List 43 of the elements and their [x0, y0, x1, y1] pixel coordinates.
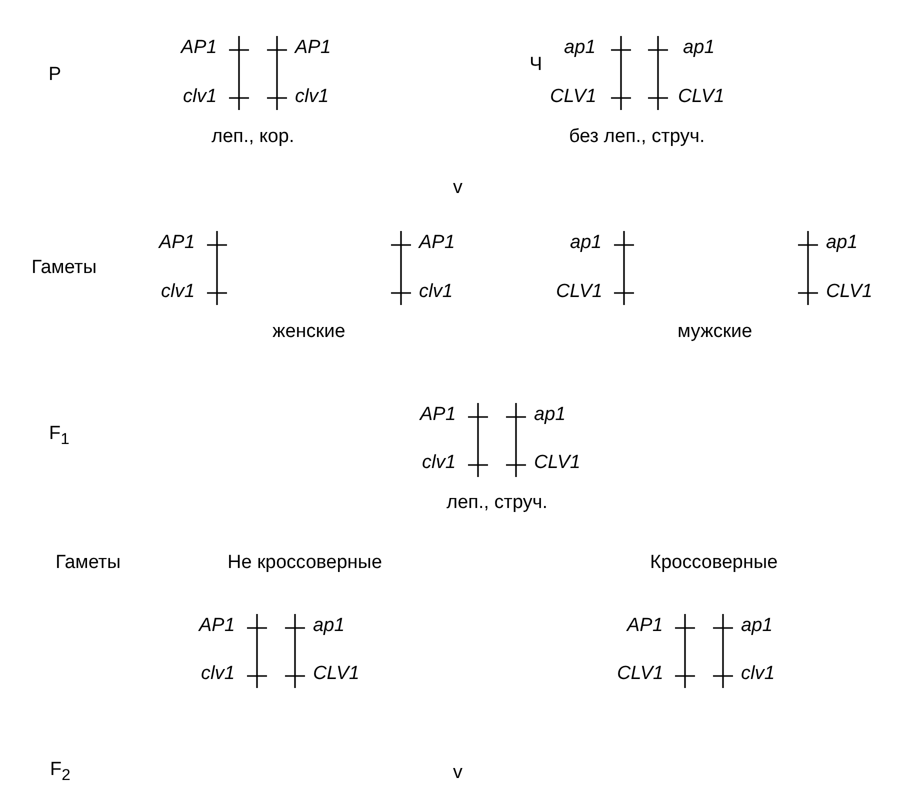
arrow-sign: v: [453, 177, 462, 199]
cross-sign: Ч: [530, 54, 542, 76]
gene-label: CLV1: [556, 281, 602, 303]
arrow-sign: v: [453, 762, 462, 784]
gene-label: ap1: [570, 232, 602, 254]
gene-label: CLV1: [313, 663, 360, 685]
group-heading: Не кроссоверные: [228, 552, 382, 574]
gene-label: CLV1: [534, 452, 580, 474]
gene-label: clv1: [295, 86, 329, 108]
gene-label: ap1: [826, 232, 858, 254]
gene-label: AP1: [627, 615, 663, 637]
gene-label: ap1: [741, 615, 773, 637]
gene-label: ap1: [534, 404, 566, 426]
gene-label: AP1: [181, 37, 217, 59]
gene-label: clv1: [183, 86, 217, 108]
gene-label: ap1: [313, 615, 345, 637]
gene-label: CLV1: [678, 86, 724, 108]
row-label: Гаметы: [32, 257, 97, 279]
generation-label: F$_{2}$: [50, 759, 70, 786]
row-label: Гаметы: [56, 552, 121, 574]
gene-label: CLV1: [550, 86, 596, 108]
gene-label: AP1: [419, 232, 455, 254]
gene-label: CLV1: [826, 281, 872, 303]
gamete-label: женские: [272, 321, 346, 343]
gene-label: ap1: [683, 37, 715, 59]
gene-label: clv1: [201, 663, 235, 685]
generation-label: F$_{1}$: [49, 423, 70, 450]
gene-label: clv1: [419, 281, 453, 303]
phenotype-label: леп., кор.: [212, 126, 294, 148]
gene-label: AP1: [199, 615, 235, 637]
gamete-label: мужские: [678, 321, 752, 343]
gene-label: CLV1: [617, 663, 664, 685]
gene-label: AP1: [159, 232, 195, 254]
gene-label: clv1: [741, 663, 775, 685]
generation-label: P: [48, 64, 62, 86]
gene-label: clv1: [161, 281, 195, 303]
gene-label: clv1: [422, 452, 456, 474]
group-heading: Кроссоверные: [650, 552, 778, 574]
gene-label: ap1: [564, 37, 596, 59]
phenotype-label: леп., струч.: [446, 492, 548, 514]
gene-label: AP1: [295, 37, 331, 59]
phenotype-label: без леп., струч.: [569, 126, 705, 148]
gene-label: AP1: [420, 404, 456, 426]
